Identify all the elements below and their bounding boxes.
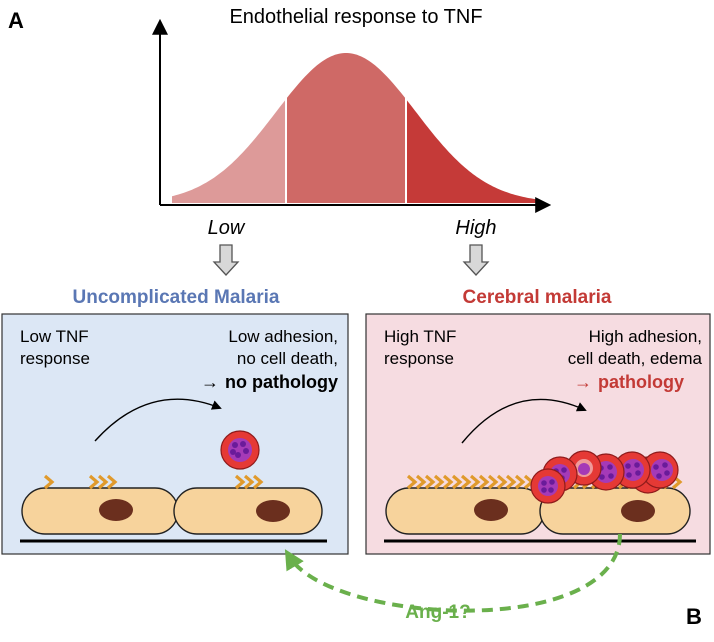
endothelial-cell [385, 487, 545, 535]
axis-low-label: Low [208, 217, 246, 239]
curve-segment-mid [287, 53, 405, 203]
panel-a-title: Endothelial response to TNF [229, 6, 482, 28]
curve-segment-low [172, 100, 285, 203]
ang1-label: Ang-1? [405, 602, 470, 623]
infected-red-blood-cell [220, 430, 260, 470]
uncomplicated-outcome: → no pathology [201, 372, 338, 392]
cell-nucleus [621, 500, 655, 522]
receptor-chevron [451, 474, 463, 490]
uncomplicated-left-line-1: Low TNF [20, 327, 89, 346]
receptor-chevron [505, 474, 517, 490]
receptor-chevron [433, 474, 445, 490]
curve-segment-high [407, 100, 540, 203]
axis-high-label: High [455, 217, 496, 239]
receptor-chevron [442, 474, 454, 490]
uncomplicated-left-line-2: response [20, 349, 90, 368]
adhesion-receptors-uncomplicated [43, 474, 264, 490]
receptor-chevron [469, 474, 481, 490]
uncomplicated-outcome-text: no pathology [225, 372, 338, 392]
cerebral-left-line-1: High TNF [384, 327, 456, 346]
uncomplicated-title: Uncomplicated Malaria [73, 287, 280, 308]
receptor-chevron [514, 474, 526, 490]
receptor-chevron [424, 474, 436, 490]
outcome-arrow: → [574, 372, 592, 392]
outcome-arrow: → [201, 372, 219, 392]
cerebral-left-line-2: response [384, 349, 454, 368]
uncomplicated-curved-arrow [94, 398, 222, 442]
cerebral-outcome: → pathology [574, 372, 684, 392]
endothelial-cell [173, 487, 323, 535]
down-arrow-high-icon [462, 244, 490, 276]
cerebral-curved-arrow [461, 398, 587, 444]
receptor-chevron [415, 474, 427, 490]
cerebral-outcome-text: pathology [598, 372, 684, 392]
uncomplicated-right-line-1: Low adhesion, [228, 327, 338, 346]
cerebral-right-line-1: High adhesion, [589, 327, 702, 346]
cerebral-title: Cerebral malaria [463, 287, 612, 308]
cell-nucleus [256, 500, 290, 522]
receptor-chevron [460, 474, 472, 490]
cell-nucleus [474, 499, 508, 521]
down-arrow-low-icon [212, 244, 240, 276]
infected-red-blood-cell-cluster [530, 450, 679, 504]
panel-b-letter: B [686, 604, 702, 629]
receptor-chevron [496, 474, 508, 490]
receptor-chevron [406, 474, 418, 490]
receptor-chevron [478, 474, 490, 490]
ang1-feedback-arrow [284, 533, 622, 613]
cell-nucleus [99, 499, 133, 521]
receptor-chevron [487, 474, 499, 490]
uncomplicated-right-line-2: no cell death, [237, 349, 338, 368]
panel-a-letter: A [8, 8, 24, 33]
cerebral-right-line-2: cell death, edema [568, 349, 703, 368]
